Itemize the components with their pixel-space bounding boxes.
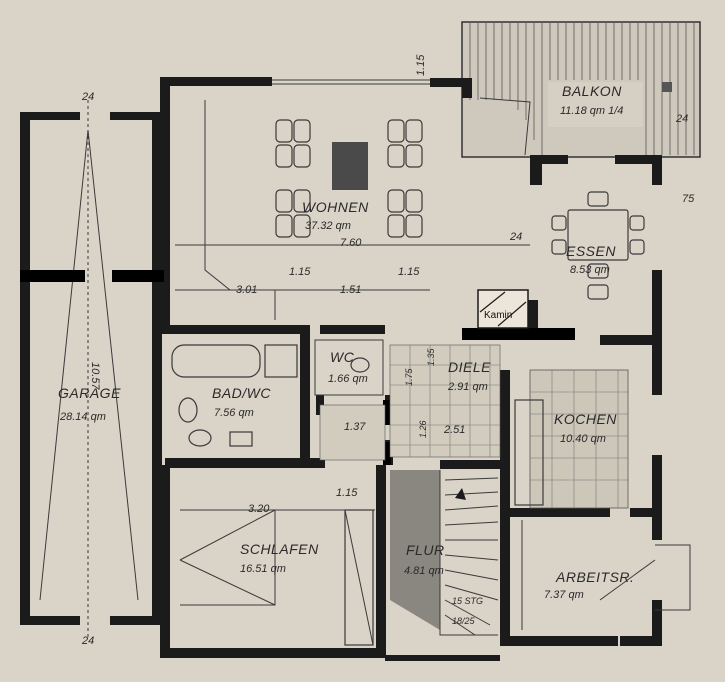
wohnen-label: WOHNEN — [302, 199, 369, 215]
balcony-door-swing — [479, 97, 531, 156]
schlafen-label: SCHLAFEN — [240, 541, 319, 557]
wohnen-151-dim: 1.51 — [340, 284, 361, 296]
hall-251-dim: 2.51 — [443, 424, 465, 436]
essen-room: 24 ESSEN 8.53 qm — [509, 191, 645, 300]
marker-bar-garage-right — [112, 270, 164, 282]
garage-room: 24 24 10.57 GARAGE 28.14 qm — [39, 91, 139, 647]
badwc-label: BAD/WC — [212, 385, 271, 401]
stairs-count: 15 STG — [452, 596, 483, 606]
kamin-label: Kamin — [484, 310, 512, 321]
stairs-ratio: 18/25 — [452, 616, 476, 626]
stair-treads — [439, 470, 499, 636]
bathtub — [171, 344, 261, 378]
schlafen-room: 3.20 1.15 SCHLAFEN 16.51 qm — [179, 487, 375, 646]
garage-area: 28.14 qm — [59, 411, 106, 423]
side-75-dim: 75 — [682, 193, 695, 205]
hall-137-dim: 1.37 — [344, 421, 366, 433]
kitchen-counter — [514, 399, 544, 506]
diele-tile-grid — [390, 345, 500, 457]
flur-area: 4.81 qm — [404, 565, 444, 577]
kochen-room: KOCHEN 10.40 qm — [514, 369, 629, 509]
wohnen-room: WOHNEN 37.32 qm 7.60 3.01 1.15 1.51 1.15… — [175, 54, 530, 320]
seating-group — [275, 119, 423, 238]
arbeitsraum-outline — [521, 520, 691, 630]
garage-bottom-dim: 24 — [81, 635, 94, 647]
balkon-24-dim: 24 — [675, 113, 688, 125]
essen-label: ESSEN — [566, 243, 616, 259]
walls — [20, 77, 662, 661]
balcony-hatching — [469, 22, 695, 155]
diele-room: DIELE 2.91 qm 1.75 1.35 1.37 1.26 2.51 — [319, 344, 501, 461]
garage-car-outline — [39, 129, 139, 601]
wc-label: WC — [330, 349, 355, 365]
diele-135-dim: 1.35 — [426, 347, 436, 366]
balcony-post — [662, 82, 672, 92]
flur-label: FLUR — [406, 542, 445, 558]
garage-length-dim: 10.57 — [89, 362, 101, 390]
balkon-label: BALKON — [562, 83, 622, 99]
bidet — [229, 431, 253, 447]
arbeitsraum-room: ARBEITSR. 7.37 qm — [521, 520, 691, 630]
schlafen-area: 16.51 qm — [240, 563, 286, 575]
garage-top-dim: 24 — [81, 91, 94, 103]
flur-stair-shaded — [390, 470, 440, 630]
wohnen-301-dim: 3.01 — [236, 284, 257, 296]
top-115-dim: 1.15 — [415, 54, 427, 76]
kochen-area: 10.40 qm — [560, 433, 606, 445]
schlafen-width-dim: 3.20 — [248, 503, 270, 515]
wohnen-width-dim: 7.60 — [340, 237, 362, 249]
wohnen-115b-dim: 1.15 — [398, 266, 420, 278]
kitchen-tile-grid — [530, 370, 628, 508]
arbeitsraum-area: 7.37 qm — [544, 589, 584, 601]
diele-175-dim: 1.75 — [404, 367, 414, 386]
wohnen-115a-dim: 1.15 — [289, 266, 311, 278]
stair-direction-arrow — [455, 488, 466, 500]
wc-room: WC 1.66 qm — [314, 339, 384, 396]
toilet — [188, 429, 212, 447]
badwc-room: BAD/WC 7.56 qm — [171, 344, 298, 447]
balkon-area: 11.18 qm 1/4 — [560, 105, 623, 117]
sink — [178, 397, 198, 423]
wohnen-area: 37.32 qm — [305, 220, 351, 232]
marker-bar-hall-bottom — [383, 442, 391, 465]
marker-bar-hall-top — [383, 400, 391, 425]
marker-bar-kamin — [462, 328, 575, 340]
diele-area: 2.91 qm — [447, 381, 488, 393]
essen-area: 8.53 qm — [570, 264, 610, 276]
wc-toilet — [350, 357, 370, 373]
arbeitsraum-label: ARBEITSR. — [555, 569, 634, 585]
schlafen-115-dim: 1.15 — [336, 487, 358, 499]
garage-label: GARAGE — [58, 385, 121, 401]
balcony-area — [461, 21, 701, 158]
marker-bar-garage-left — [20, 270, 85, 282]
wc-area: 1.66 qm — [328, 373, 368, 385]
kamin-fireplace: Kamin — [477, 289, 529, 329]
dining-set — [551, 191, 645, 300]
diele-label: DIELE — [448, 359, 491, 375]
flur-room: FLUR 4.81 qm 15 STG 18/25 — [390, 470, 499, 636]
hall-126-dim: 1.26 — [418, 420, 428, 438]
hall-tile-area — [319, 404, 386, 461]
essen-24-dim: 24 — [509, 231, 522, 243]
badwc-area: 7.56 qm — [214, 407, 254, 419]
coffee-table — [332, 142, 368, 190]
kochen-label: KOCHEN — [554, 411, 617, 427]
shower — [264, 344, 298, 378]
